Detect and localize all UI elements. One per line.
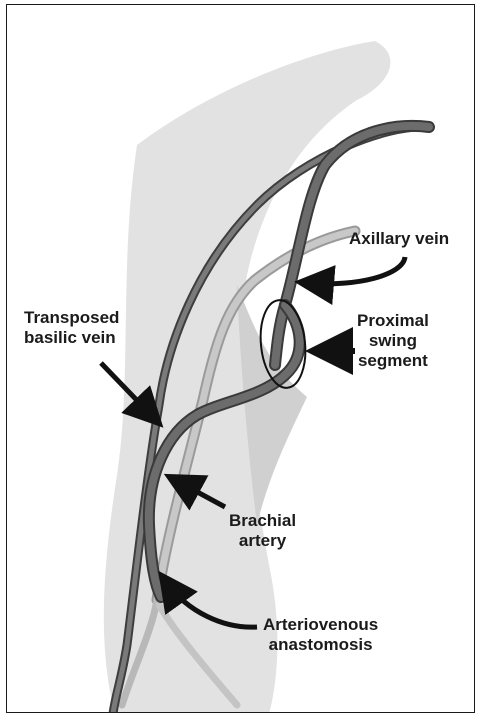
label-transposed-line-1: Transposed (24, 308, 119, 328)
label-transposed-basilic-vein: Transposed basilic vein (24, 308, 119, 348)
label-brachial-line-2: artery (229, 531, 296, 551)
label-brachial-line-1: Brachial (229, 511, 296, 531)
label-arteriovenous-anastomosis: Arteriovenous anastomosis (263, 615, 378, 655)
label-axillary-vein-text: Axillary vein (349, 229, 449, 249)
label-axillary-vein: Axillary vein (349, 229, 449, 249)
anatomy-figure: Axillary vein Proximal swing segment Tra… (6, 4, 475, 713)
axillary-vein-arrow (309, 257, 405, 284)
label-proximal-swing-segment: Proximal swing segment (357, 311, 429, 371)
label-proximal-line-2: swing (357, 331, 429, 351)
label-proximal-line-1: Proximal (357, 311, 429, 331)
label-transposed-line-2: basilic vein (24, 328, 119, 348)
label-av-line-1: Arteriovenous (263, 615, 378, 635)
label-brachial-artery: Brachial artery (229, 511, 296, 551)
label-av-line-2: anastomosis (263, 635, 378, 655)
label-proximal-line-3: segment (357, 351, 429, 371)
